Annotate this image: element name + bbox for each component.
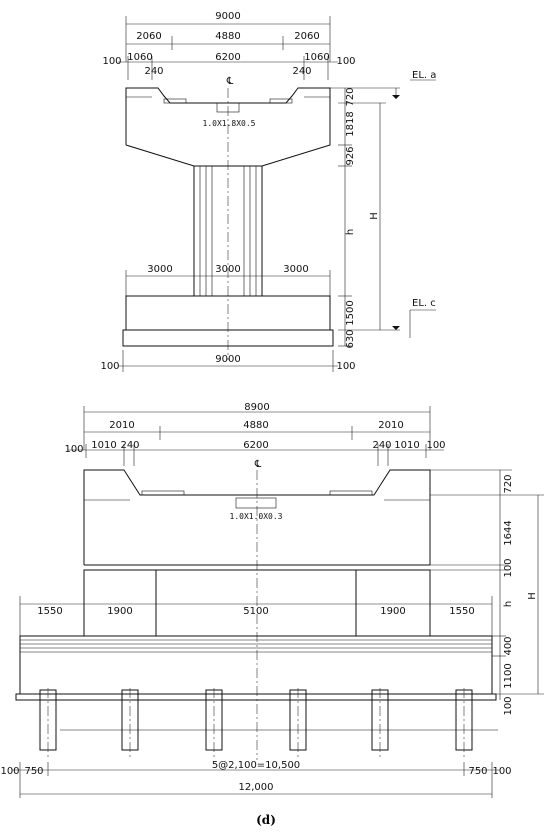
- dim-col-right: 1900: [380, 606, 405, 617]
- lower-bearing-box: [235, 497, 277, 509]
- dim-v-630: 630: [345, 329, 356, 348]
- el-a-label: EL. a: [412, 70, 436, 81]
- dim-row2-right-edge: 100: [336, 56, 355, 67]
- dim-lower-v-100b: 100: [503, 696, 514, 715]
- column-left: [83, 569, 157, 637]
- dim-lower-row2-right: 1010: [394, 440, 419, 451]
- dim-gap-left: 240: [144, 66, 163, 77]
- dim-row2-left-edge: 100: [102, 56, 121, 67]
- dim-v-1500: 1500: [345, 300, 356, 325]
- dim-col-right-out: 1550: [449, 606, 474, 617]
- dim-footing-right: 3000: [283, 264, 308, 275]
- dim-v-h: h: [345, 229, 356, 235]
- dim-pile-left-edge: 100: [0, 766, 19, 777]
- dim-pile-right: 750: [468, 766, 487, 777]
- dim-lower-v-400: 400: [503, 636, 514, 655]
- dim-top-total: 9000: [215, 11, 240, 22]
- dim-lower-gap-left: 240: [120, 440, 139, 451]
- dim-bottom-left-edge: 100: [100, 361, 119, 372]
- piles: [39, 688, 498, 760]
- dim-v-1818: 1818: [345, 111, 356, 136]
- dim-lower-total: 12,000: [239, 782, 274, 793]
- dim-lower-v-h: h: [503, 601, 514, 607]
- lower-bearing-pad-left: [141, 490, 185, 496]
- dim-footing-mid: 3000: [215, 264, 240, 275]
- dim-top-mid: 4880: [215, 31, 240, 42]
- figure-caption: (d): [256, 813, 276, 827]
- dim-pile-mid: 5@2,100=10,500: [212, 760, 300, 771]
- bearing-label: 1.0X1.8X0.5: [203, 119, 256, 128]
- lower-pier-elevation: 8900 2010 4880 2010 100 1010 240 6200 24…: [0, 402, 544, 798]
- bearing-pad-right: [269, 98, 293, 104]
- dim-lower-row2-right-edge: 100: [426, 440, 445, 451]
- dim-lower-top-right: 2010: [378, 420, 403, 431]
- el-c-marker: [392, 326, 400, 330]
- dim-v-926: 926: [345, 146, 356, 165]
- dim-lower-gap-right: 240: [372, 440, 391, 451]
- lower-centerline-mark: ℄: [254, 459, 262, 470]
- column-right: [355, 569, 431, 637]
- el-c-label: EL. c: [412, 298, 436, 309]
- dim-bottom-right-edge: 100: [336, 361, 355, 372]
- dim-v-720: 720: [345, 87, 356, 106]
- dim-col-left-out: 1550: [37, 606, 62, 617]
- lower-bearing-label: 1.0X1.0X0.3: [230, 512, 283, 521]
- lower-bearing-pad-right: [329, 490, 373, 496]
- dim-top-left: 2060: [136, 31, 161, 42]
- lean-concrete: [122, 329, 334, 347]
- dim-lower-top-total: 8900: [244, 402, 269, 413]
- dim-lower-row2-left: 1010: [91, 440, 116, 451]
- dim-lower-top-left: 2010: [109, 420, 134, 431]
- dim-lower-row2-left-edge: 100: [64, 444, 83, 455]
- dim-pile-right-edge: 100: [492, 766, 511, 777]
- dim-lower-v-H: H: [527, 592, 538, 600]
- lower-footing: [19, 635, 493, 695]
- centerline-mark: ℄: [226, 76, 234, 87]
- el-a-marker: [392, 95, 400, 99]
- dim-pile-left: 750: [24, 766, 43, 777]
- dim-col-mid: 5100: [243, 606, 268, 617]
- dim-lower-v-1644: 1644: [503, 520, 514, 545]
- bearing-box: [216, 102, 240, 113]
- upper-pier-elevation: 9000 2060 4880 2060 100 1060 6200 1060 1…: [100, 11, 436, 372]
- dim-v-H: H: [369, 212, 380, 220]
- dim-bottom-total: 9000: [215, 354, 240, 365]
- dim-lower-v-1100: 1100: [503, 663, 514, 688]
- dim-lower-v-100a: 100: [503, 558, 514, 577]
- dim-top-right: 2060: [294, 31, 319, 42]
- dim-lower-top-mid: 4880: [243, 420, 268, 431]
- dim-row2-mid: 6200: [215, 52, 240, 63]
- bearing-pad-left: [163, 98, 187, 104]
- lower-cap-outline: [83, 469, 431, 565]
- dim-col-left: 1900: [107, 606, 132, 617]
- dim-row2-right: 1060: [304, 52, 329, 63]
- lower-lean-concrete: [15, 693, 497, 701]
- dim-lower-v-720: 720: [503, 474, 514, 493]
- dim-lower-row2-mid: 6200: [243, 440, 268, 451]
- dim-footing-left: 3000: [147, 264, 172, 275]
- dim-row2-left: 1060: [127, 52, 152, 63]
- dim-gap-right: 240: [292, 66, 311, 77]
